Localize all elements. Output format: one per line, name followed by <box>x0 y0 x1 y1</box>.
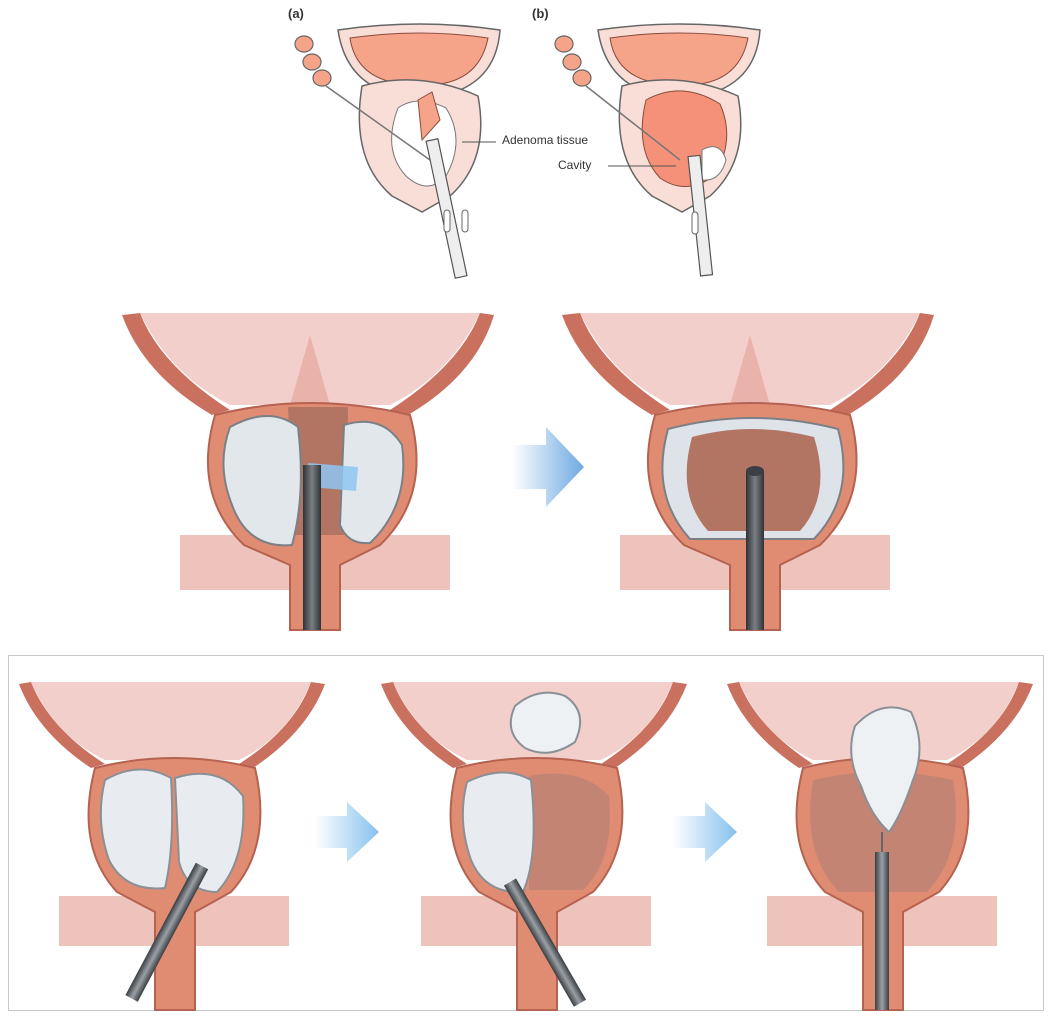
resectoscope-left <box>303 465 321 630</box>
resection-illustration-row <box>120 295 940 630</box>
morcellator <box>875 852 889 1010</box>
line-art-schematic-row: (a) (b) Adenoma tissue <box>270 0 790 280</box>
step-arrow-2 <box>673 802 737 862</box>
resection-figure <box>120 295 940 630</box>
step-arrow <box>512 427 584 507</box>
seminal-vesicle-a <box>295 36 331 86</box>
prostate-after-resection <box>562 313 934 630</box>
step-arrow-1 <box>315 802 379 862</box>
enucleation-sequence-box <box>8 655 1044 1011</box>
step-3-morcellation <box>727 682 1033 1010</box>
resectoscope-right <box>746 471 764 630</box>
panel-a-figure <box>290 0 530 280</box>
panel-b-figure <box>550 0 790 280</box>
prostate-with-adenoma <box>122 313 494 630</box>
panel-b-letter: (b) <box>532 6 549 21</box>
cavity-label: Cavity <box>558 158 591 172</box>
enucleation-figure <box>9 656 1043 1010</box>
seminal-vesicle-b <box>555 36 591 86</box>
step-1-enucleation-start <box>19 682 325 1010</box>
step-2-lobe-in-bladder <box>381 682 687 1010</box>
floating-adenoma <box>511 693 580 753</box>
